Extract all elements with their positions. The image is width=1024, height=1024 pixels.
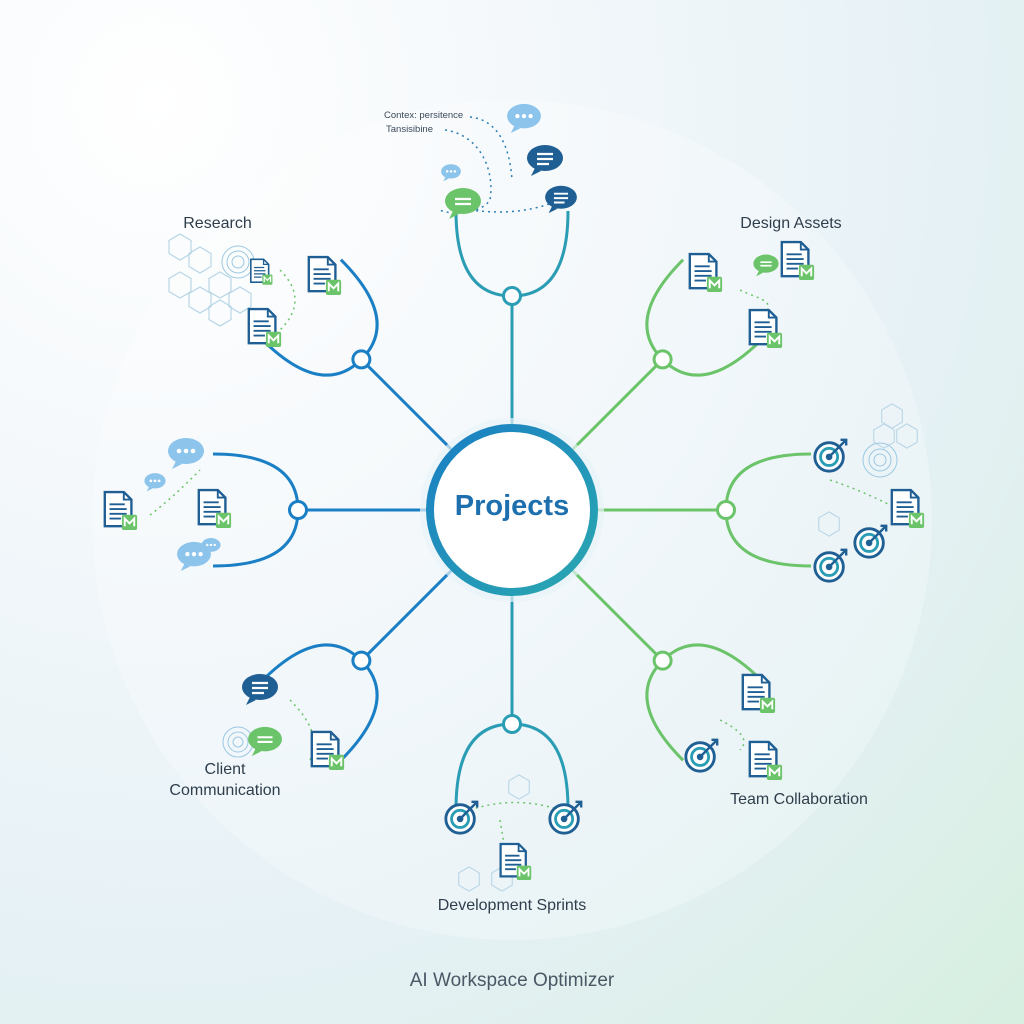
target-icon [684, 738, 719, 773]
spokes [298, 296, 726, 724]
label-line: Communication [169, 782, 281, 799]
node-top[interactable] [502, 286, 522, 306]
annotation-secondary: Tansisibine [386, 124, 433, 135]
node-development-sprints[interactable] [502, 714, 522, 734]
spoke-design-assets [571, 358, 664, 451]
branch-label-client-communication[interactable]: Client Communication [150, 759, 300, 801]
target-icon [853, 524, 888, 559]
label-line: Client [204, 761, 246, 778]
target-icon [813, 438, 848, 473]
node-research[interactable] [351, 349, 372, 370]
node-left[interactable] [288, 500, 308, 520]
spoke-client-communication [360, 569, 453, 662]
node-right[interactable] [716, 500, 736, 520]
branch-label-research[interactable]: Research [183, 215, 252, 232]
branch-label-team-collaboration[interactable]: Team Collaboration [730, 791, 868, 808]
target-icon [444, 800, 479, 835]
footer-title: AI Workspace Optimizer [409, 970, 615, 991]
node-client-communication[interactable] [351, 650, 372, 671]
target-icon [548, 800, 583, 835]
branch-label-development-sprints[interactable]: Development Sprints [437, 897, 587, 914]
target-icon [813, 548, 848, 583]
node-design-assets[interactable] [652, 349, 673, 370]
spoke-team-collaboration [571, 569, 664, 662]
node-team-collaboration[interactable] [652, 650, 673, 671]
annotation-context-persistence: Contex: persitence [384, 110, 464, 121]
spoke-research [360, 358, 453, 451]
center-hub[interactable] [426, 424, 598, 596]
center-hub-label: Projects [454, 490, 570, 522]
branch-label-design-assets[interactable]: Design Assets [740, 215, 842, 232]
